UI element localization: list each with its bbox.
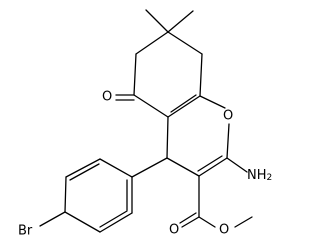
- ketone-group: [115, 94, 135, 101]
- bond: [179, 212, 197, 224]
- bond: [167, 31, 203, 55]
- atom-labels: O O NH2 Br O O: [18, 90, 272, 239]
- bond: [131, 157, 168, 178]
- gem-dimethyl: [145, 9, 194, 33]
- chemical-structure: O O NH2 Br O O: [18, 9, 272, 239]
- bond: [135, 31, 169, 55]
- bond: [199, 53, 203, 97]
- bond: [226, 123, 230, 159]
- bond: [133, 53, 137, 96]
- bond: [167, 95, 201, 118]
- bond: [167, 10, 194, 33]
- bond: [99, 212, 133, 233]
- bond: [198, 157, 228, 177]
- bond: [166, 116, 169, 159]
- bond: [198, 216, 216, 228]
- ring-oxygen-label: O: [223, 109, 233, 124]
- bond: [39, 211, 66, 227]
- methyl-ester-group: [179, 175, 253, 228]
- ester-carbonyl-oxygen-label: O: [169, 223, 179, 238]
- bond: [234, 216, 253, 228]
- ester-ether-oxygen-label: O: [219, 223, 229, 238]
- bond: [145, 9, 169, 33]
- bond: [166, 157, 200, 177]
- bond: [69, 163, 100, 181]
- bond: [226, 157, 248, 173]
- bond: [64, 211, 101, 233]
- amino-label: NH2: [247, 168, 272, 184]
- bond: [99, 158, 133, 178]
- bromo-label: Br: [18, 224, 33, 239]
- cyclohexanone-ring: [133, 31, 203, 118]
- bond: [99, 210, 128, 228]
- bond: [197, 155, 223, 172]
- pyran-ring: [166, 95, 230, 177]
- bond: [170, 94, 197, 113]
- ketone-oxygen-label: O: [102, 90, 112, 105]
- bond: [64, 176, 67, 213]
- bond: [181, 216, 200, 228]
- bond: [65, 158, 101, 178]
- bond: [199, 95, 226, 109]
- bond: [133, 94, 169, 118]
- bromophenyl-ring: [39, 157, 168, 233]
